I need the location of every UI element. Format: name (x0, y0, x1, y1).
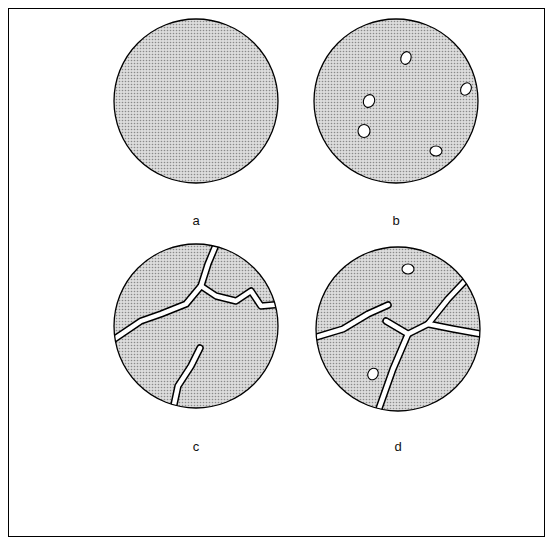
panel-letter: a (192, 213, 199, 228)
pores (358, 50, 474, 156)
panel-letter: b (392, 213, 399, 228)
porous-specimen (314, 19, 478, 183)
pores (366, 264, 414, 382)
panel-letter: d (394, 439, 401, 454)
cracked-porous-specimen (310, 247, 486, 417)
panel-letter: c (193, 439, 200, 454)
cracked-specimen (110, 240, 284, 414)
cracks (110, 240, 284, 414)
figure-frame (9, 9, 545, 537)
cracks (310, 265, 486, 417)
dense-specimen (114, 19, 278, 183)
